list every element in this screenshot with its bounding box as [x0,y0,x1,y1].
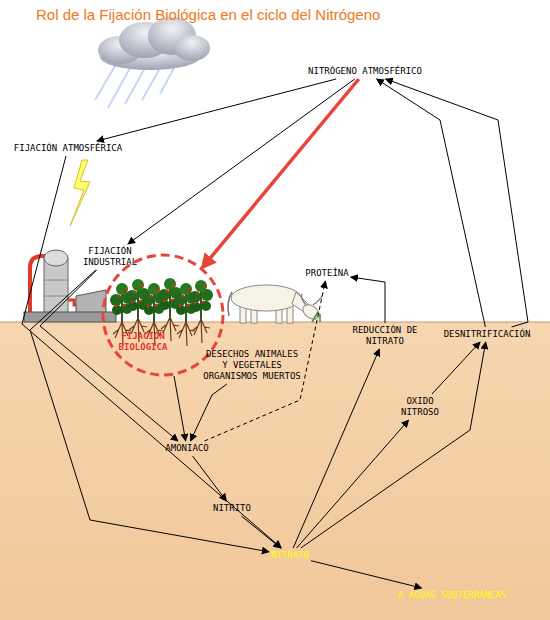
cow [228,285,322,323]
node-text: OXIDO NITROSO [395,396,445,418]
flow-arrow [377,79,486,327]
cloud [95,17,210,108]
node-text: DESNITRIFICACIÓN [444,329,531,340]
flow-arrow [301,342,486,548]
cycle-label: PROTEÍNA [305,268,348,279]
node-text: FIJACIÓN BIOLÓGICA [111,331,175,353]
fixation-arrow [203,79,359,267]
node-text: AMONIACO [165,443,208,454]
cycle-label: REDUCCIÓN DE NITRATO [350,325,420,347]
cycle-label: DESNITRIFICACIÓN [444,329,531,340]
flow-arrow [191,384,227,441]
node-text: NITRATO [271,550,309,561]
node-text: FIJACIÓN ATMOSFÉRICA [14,143,122,154]
node-text: PROTEÍNA [305,268,348,279]
cycle-label: FIJACIÓN INDUSTRIAL [75,246,145,268]
flow-arrow [432,342,480,394]
flow-arrow [386,79,528,327]
cycle-label: FIJACIÓN ATMOSFÉRICA [14,143,122,154]
flow-arrow [97,79,336,141]
cycle-label: NITRATO [271,550,309,561]
lightning [70,160,90,226]
flow-arrow [351,277,385,323]
node-text: REDUCCIÓN DE NITRATO [350,325,420,347]
node-text: NITRITO [213,503,251,514]
flow-arrow [311,561,422,588]
cycle-label: OXIDO NITROSO [395,396,445,418]
cycle-label: DESECHOS ANIMALES Y VEGETALES ORGANISMOS… [202,349,302,382]
flow-arrow [293,349,379,548]
node-text: DESECHOS ANIMALES Y VEGETALES ORGANISMOS… [202,349,302,382]
node-text: A AGUAS SUBTERRÁNEAS [398,590,506,601]
cycle-label: AMONIACO [165,443,208,454]
node-text: NITRÓGENO ATMOSFÉRICO [308,66,422,77]
flow-arrow [193,456,227,501]
diagram-title: Rol de la Fijación Biológica en el ciclo… [36,6,380,23]
flow-arrow [30,270,269,552]
cycle-label: A AGUAS SUBTERRÁNEAS [398,590,506,601]
cycle-label: NITRITO [213,503,251,514]
flow-arrow [174,376,186,441]
cycle-label: NITRÓGENO ATMOSFÉRICO [308,66,422,77]
flow-arrow [241,516,280,548]
flow-arrow [40,270,178,441]
circle-outline [103,255,223,375]
node-text: FIJACIÓN INDUSTRIAL [75,246,145,268]
